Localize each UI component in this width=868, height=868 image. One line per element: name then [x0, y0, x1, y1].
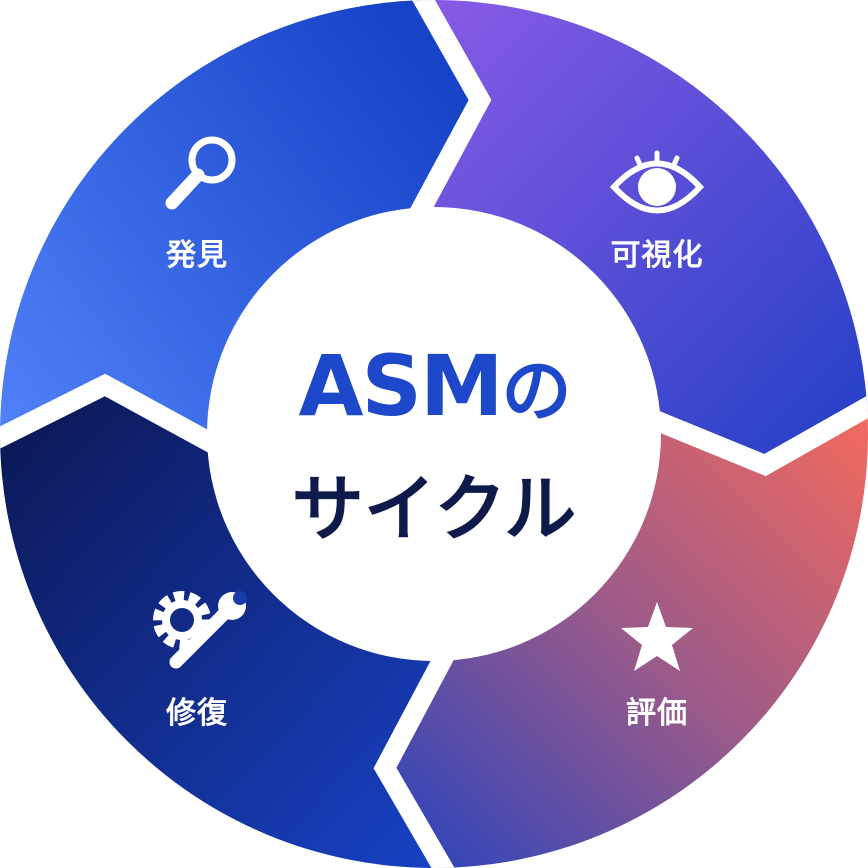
gear-wrench-icon [153, 591, 247, 669]
eye-icon [609, 150, 705, 214]
star-icon [621, 602, 693, 671]
cycle-title-line2: サイクル [291, 467, 577, 551]
title-asm: ASM [298, 337, 503, 435]
stage-label-visualize: 可視化 [610, 238, 704, 273]
stage-label-discover: 発見 [166, 238, 228, 273]
gap-left [0, 373, 220, 454]
title-no: の [501, 350, 572, 432]
cycle-title-line1: ASMの [298, 335, 572, 436]
gap-bottom [373, 650, 459, 868]
center-circle [207, 207, 661, 661]
gap-top [406, 0, 492, 220]
magnifier-icon [165, 136, 236, 210]
stage-label-evaluate: 評価 [626, 696, 688, 731]
stage-label-remediate: 修復 [166, 696, 228, 731]
gap-right [651, 391, 868, 477]
